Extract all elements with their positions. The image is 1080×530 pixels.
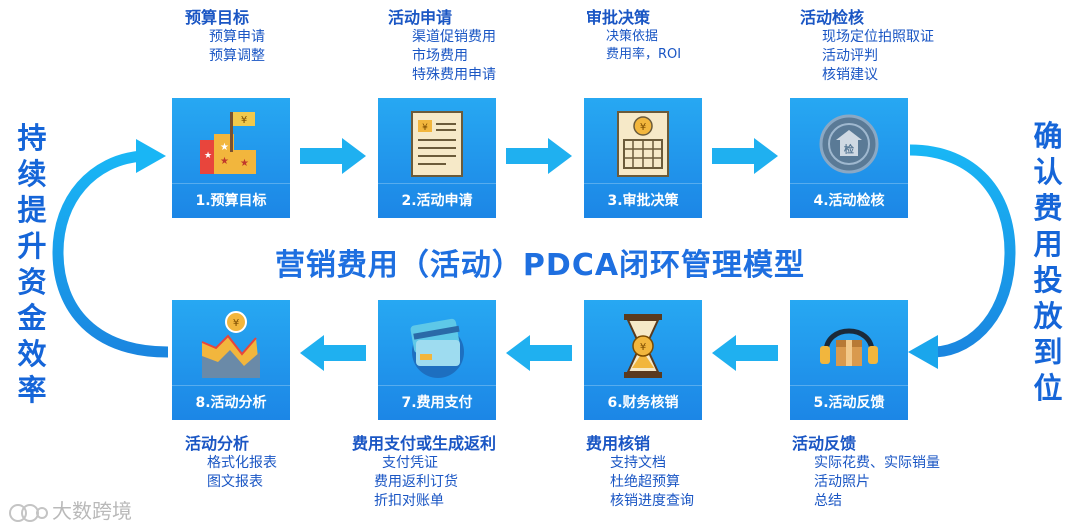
note-line: 支持文档 (610, 455, 666, 471)
card-label: 1.预算目标 (172, 183, 290, 218)
note-heading: 预算目标 (185, 8, 250, 27)
svg-text:★: ★ (220, 156, 229, 167)
note-step-5: 活动反馈 实际花费、实际销量 活动照片 总结 (792, 434, 940, 511)
svg-text:¥: ¥ (241, 115, 247, 126)
svg-text:¥: ¥ (640, 122, 646, 133)
card-step-7: 7.费用支付 (378, 300, 496, 420)
note-line: 决策依据 (606, 29, 659, 44)
svg-text:★: ★ (220, 142, 229, 153)
card-step-6: ¥ 6.财务核销 (584, 300, 702, 420)
note-heading: 活动申请 (388, 8, 453, 27)
note-line: 预算申请 (209, 29, 265, 45)
note-step-8: 活动分析 格式化报表 图文报表 (185, 434, 277, 492)
card-label: 5.活动反馈 (790, 385, 908, 420)
note-step-3: 审批决策 决策依据 费用率，ROI (586, 8, 681, 64)
card-label: 6.财务核销 (584, 385, 702, 420)
watermark: 大数跨境 (8, 496, 132, 526)
note-line: 支付凭证 (382, 455, 438, 471)
budget-flag-icon: ¥ ★ ★ ★ ★ (200, 112, 256, 174)
note-heading: 活动分析 (185, 434, 250, 453)
card-label: 3.审批决策 (584, 183, 702, 218)
diagram-title: 营销费用（活动）PDCA闭环管理模型 (274, 248, 806, 283)
card-label: 7.费用支付 (378, 385, 496, 420)
arrow-right-1 (300, 138, 366, 174)
note-line: 核销建议 (822, 67, 878, 83)
hourglass-icon: ¥ (624, 314, 662, 378)
svg-text:★: ★ (240, 158, 249, 169)
payment-card-icon (410, 318, 464, 378)
note-heading: 费用核销 (586, 434, 651, 453)
card-step-5: 5.活动反馈 (790, 300, 908, 420)
note-line: 渠道促销费用 (412, 29, 496, 45)
arrow-left-1 (300, 335, 366, 371)
note-line: 活动评判 (822, 48, 878, 64)
note-step-1: 预算目标 预算申请 预算调整 (185, 8, 265, 66)
svg-text:★: ★ (204, 151, 212, 161)
document-icon: ¥ (411, 111, 463, 177)
arrow-left-3 (712, 335, 778, 371)
note-step-4: 活动检核 现场定位拍照取证 活动评判 核销建议 (800, 8, 934, 85)
note-line: 总结 (814, 493, 842, 509)
note-line: 费用率，ROI (606, 47, 682, 62)
arrow-left-2 (506, 335, 572, 371)
card-step-2: ¥ 2.活动申请 (378, 98, 496, 218)
side-label-left: 持续提升资金效率 (17, 121, 47, 407)
card-step-8: ¥ 8.活动分析 (172, 300, 290, 420)
card-label: 8.活动分析 (172, 385, 290, 420)
note-line: 杜绝超预算 (610, 474, 680, 490)
note-line: 费用返利订货 (374, 474, 458, 490)
note-line: 格式化报表 (207, 455, 277, 471)
note-line: 预算调整 (209, 48, 265, 64)
note-step-7: 费用支付或生成返利 支付凭证 费用返利订货 折扣对账单 (352, 434, 496, 511)
inspection-seal-icon: 检 (819, 114, 879, 174)
svg-text:检: 检 (844, 143, 854, 156)
note-line: 市场费用 (412, 48, 468, 64)
analysis-chart-icon: ¥ (201, 311, 260, 378)
note-heading: 费用支付或生成返利 (352, 434, 497, 453)
note-line: 现场定位拍照取证 (822, 29, 934, 45)
svg-text:¥: ¥ (640, 342, 646, 353)
note-line: 折扣对账单 (374, 493, 444, 509)
note-line: 实际花费、实际销量 (814, 455, 940, 471)
note-line: 活动照片 (814, 474, 870, 490)
side-label-right: 确认费用投放到位 (1033, 119, 1063, 405)
note-line: 图文报表 (207, 474, 263, 490)
arrow-right-3 (712, 138, 778, 174)
svg-text:¥: ¥ (422, 123, 428, 133)
note-heading: 活动反馈 (792, 434, 857, 453)
card-label: 4.活动检核 (790, 183, 908, 218)
card-step-3: ¥ 3.审批决策 (584, 98, 702, 218)
note-step-2: 活动申请 渠道促销费用 市场费用 特殊费用申请 (388, 8, 496, 85)
note-heading: 活动检核 (800, 8, 865, 27)
note-step-6: 费用核销 支持文档 杜绝超预算 核销进度查询 (586, 434, 694, 511)
card-step-4: 检 4.活动检核 (790, 98, 908, 218)
card-label: 2.活动申请 (378, 183, 496, 218)
headset-box-icon (820, 328, 878, 366)
svg-text:¥: ¥ (233, 318, 239, 329)
ledger-icon: ¥ (617, 111, 669, 177)
arrow-right-2 (506, 138, 572, 174)
note-line: 核销进度查询 (610, 493, 694, 509)
card-step-1: ¥ ★ ★ ★ ★ 1.预算目标 (172, 98, 290, 218)
note-heading: 审批决策 (586, 8, 651, 27)
watermark-logo-icon (9, 503, 48, 522)
note-line: 特殊费用申请 (412, 67, 496, 83)
watermark-text: 大数跨境 (52, 499, 132, 523)
